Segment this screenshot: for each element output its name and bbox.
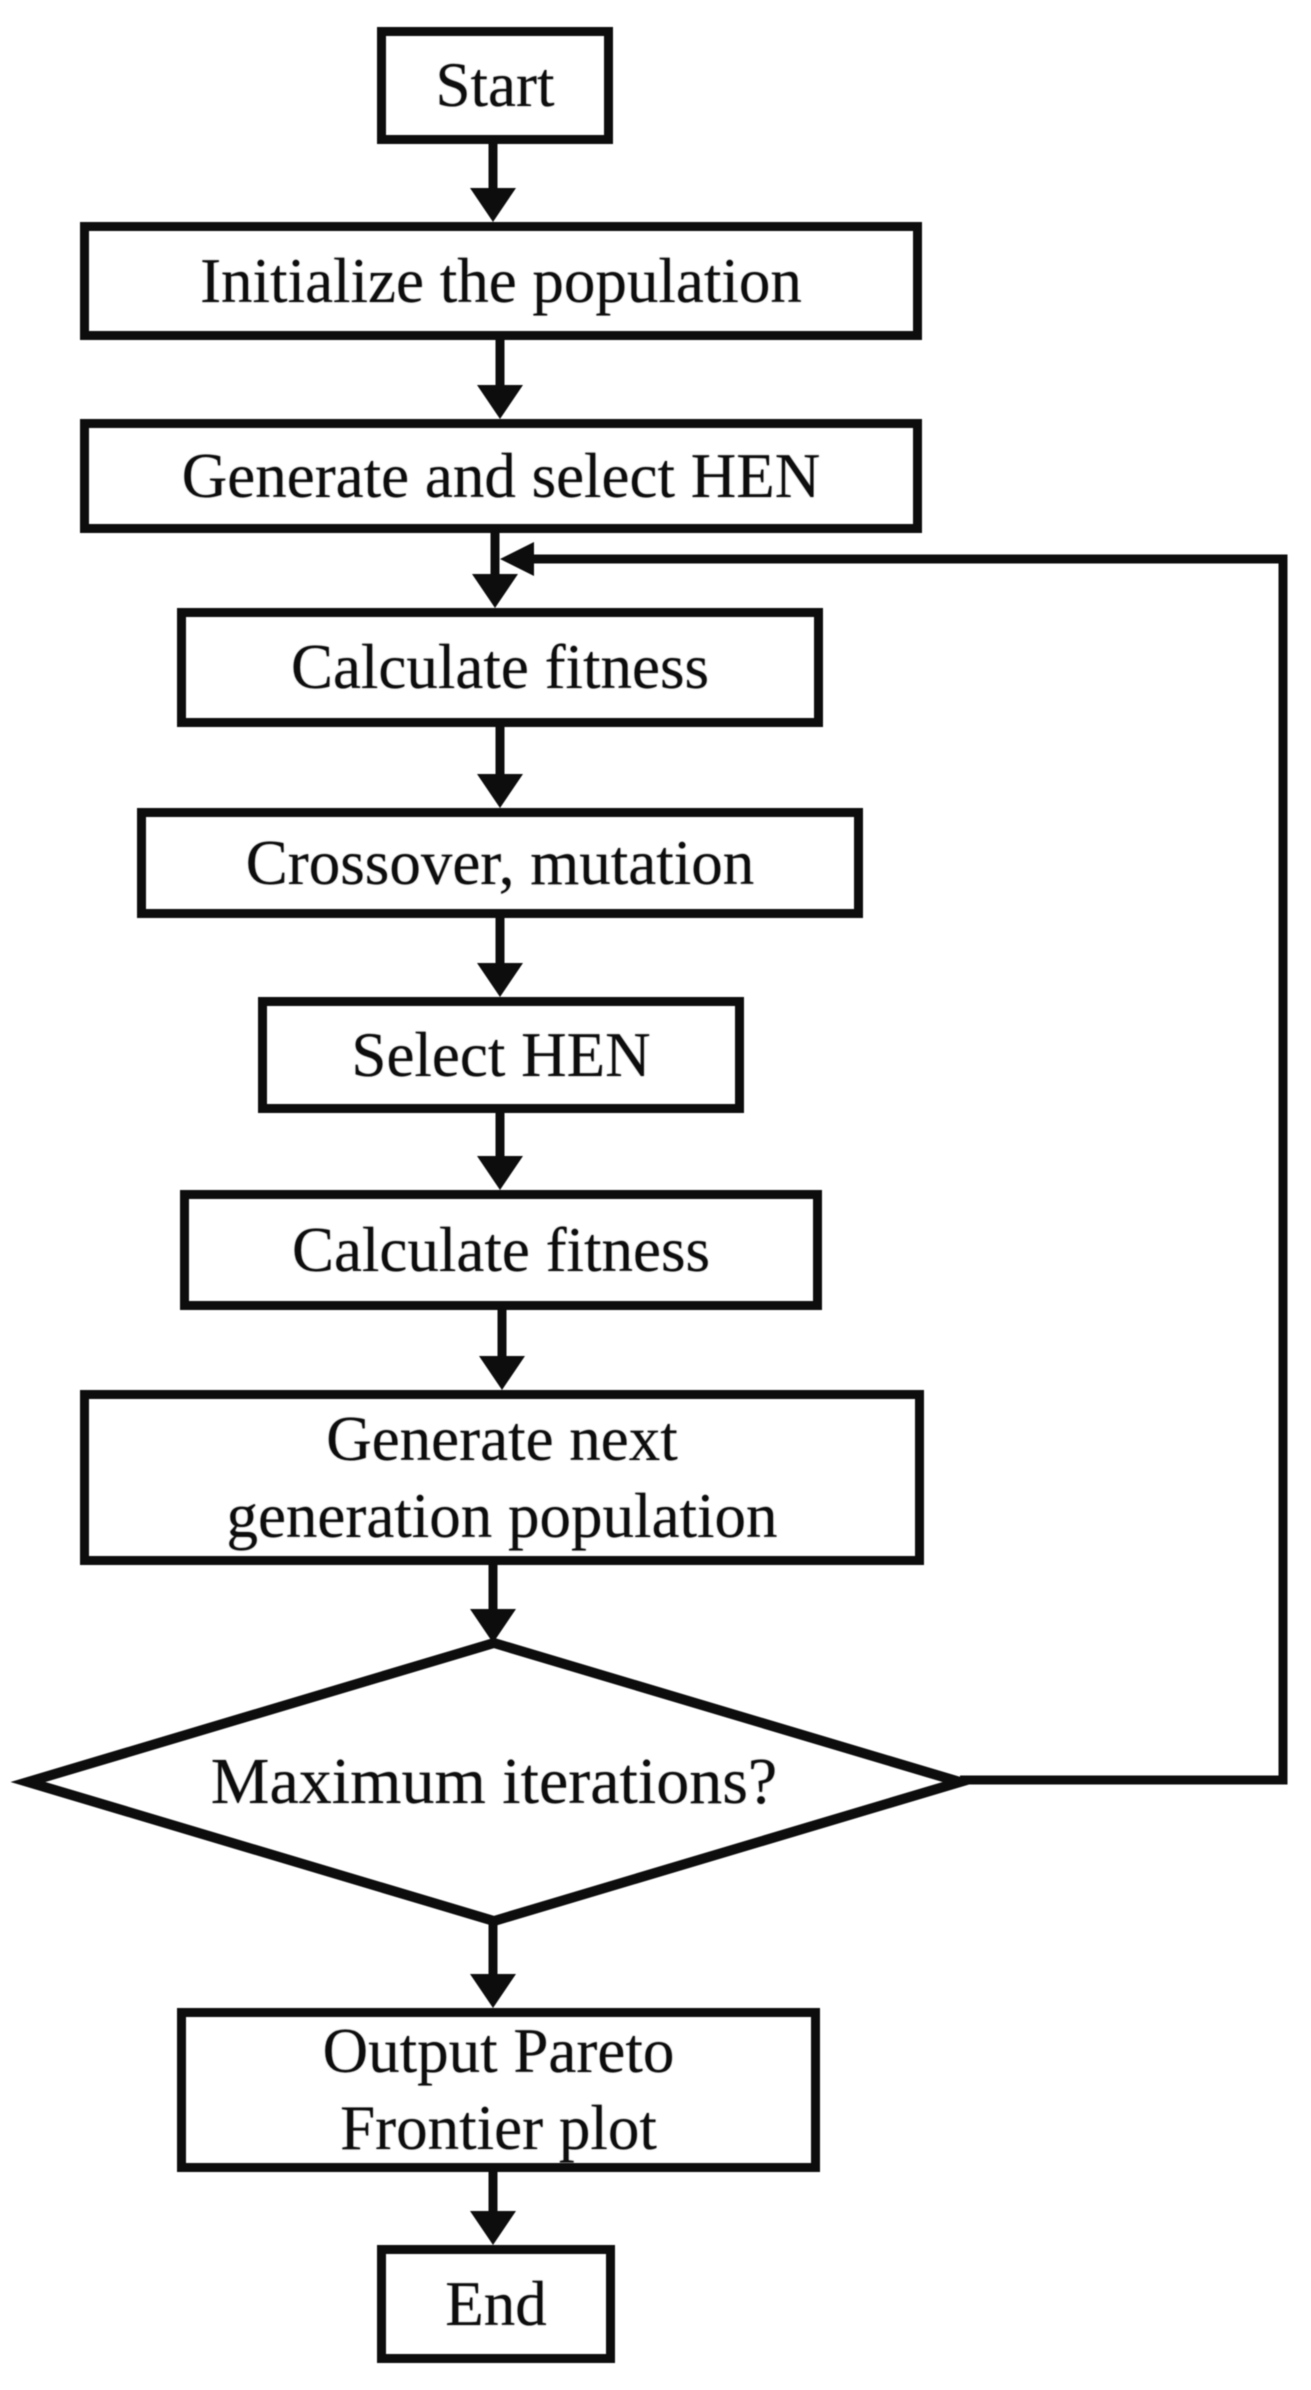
node-output-pareto-frontier: Output Pareto Frontier plot: [177, 2008, 820, 2172]
arrow-generate-next-to-decision: [470, 1565, 516, 1643]
node-calculate-fitness-2: Calculate fitness: [180, 1190, 822, 1310]
node-calculate-fitness-1: Calculate fitness: [177, 608, 823, 727]
node-crossover-mutation: Crossover, mutation: [137, 808, 863, 918]
arrow-generate-select-to-calc-fitness: [472, 533, 518, 608]
node-generate-next-generation: Generate next generation population: [80, 1390, 924, 1565]
decision-maximum-iterations: Maximum iterations?: [210, 1745, 778, 1818]
arrow-crossover-to-select-hen: [477, 918, 523, 997]
node-initialize-population: Initialize the population: [80, 222, 922, 340]
arrow-decision-to-output: [470, 1921, 516, 2008]
node-start: Start: [377, 27, 613, 144]
loop-back-line: [500, 542, 1288, 1785]
arrow-output-to-end: [470, 2172, 516, 2245]
arrow-initialize-to-generate-select: [477, 340, 523, 419]
node-select-hen: Select HEN: [258, 997, 744, 1113]
arrow-start-to-initialize: [470, 143, 516, 222]
node-end: End: [377, 2245, 615, 2363]
node-generate-select-hen: Generate and select HEN: [80, 419, 922, 533]
arrow-calc-fitness2-to-generate-next: [479, 1310, 525, 1390]
arrow-select-hen-to-calc-fitness2: [477, 1113, 523, 1190]
arrow-calc-fitness-to-crossover: [477, 727, 523, 808]
